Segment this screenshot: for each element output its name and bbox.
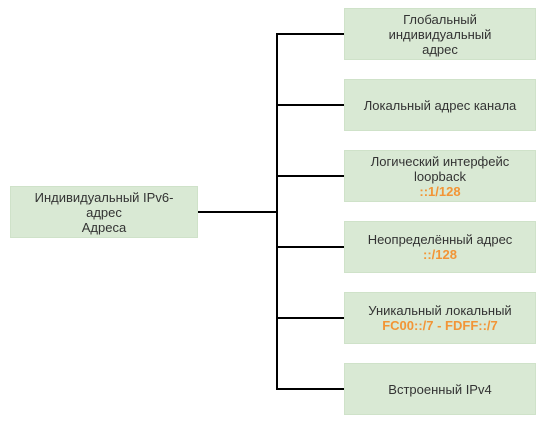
node-unspecified: Неопределённый адрес ::/128 [344,221,536,273]
node-unique-local: Уникальный локальный FC00::/7 - FDFF::/7 [344,292,536,344]
node-link-local-label: Локальный адрес канала [363,97,517,113]
node-global-unicast: Глобальный индивидуальный адрес [344,8,536,60]
node-unique-local-label: Уникальный локальный [368,303,512,318]
node-loopback: Логический интерфейс loopback ::1/128 [344,150,536,202]
node-loopback-line2: loopback [413,168,467,184]
root-node-unicast-ipv6: Индивидуальный IPv6-адрес Адреса [10,186,198,238]
node-global-unicast-line2: адрес [422,41,458,57]
root-node-line2: Адреса [81,219,127,235]
node-unspecified-label: Неопределённый адрес [367,232,513,247]
node-loopback-line1: Логический интерфейс [370,153,510,169]
node-loopback-code: ::1/128 [419,183,461,199]
node-unique-local-code: FC00::/7 - FDFF::/7 [382,318,498,333]
node-link-local: Локальный адрес канала [344,79,536,131]
root-node-line1: Индивидуальный IPv6-адрес [34,189,174,220]
node-embedded-ipv4: Встроенный IPv4 [344,363,536,415]
node-embedded-ipv4-label: Встроенный IPv4 [388,381,492,397]
node-unspecified-code: ::/128 [423,247,457,262]
node-global-unicast-line1: Глобальный индивидуальный [388,11,492,42]
